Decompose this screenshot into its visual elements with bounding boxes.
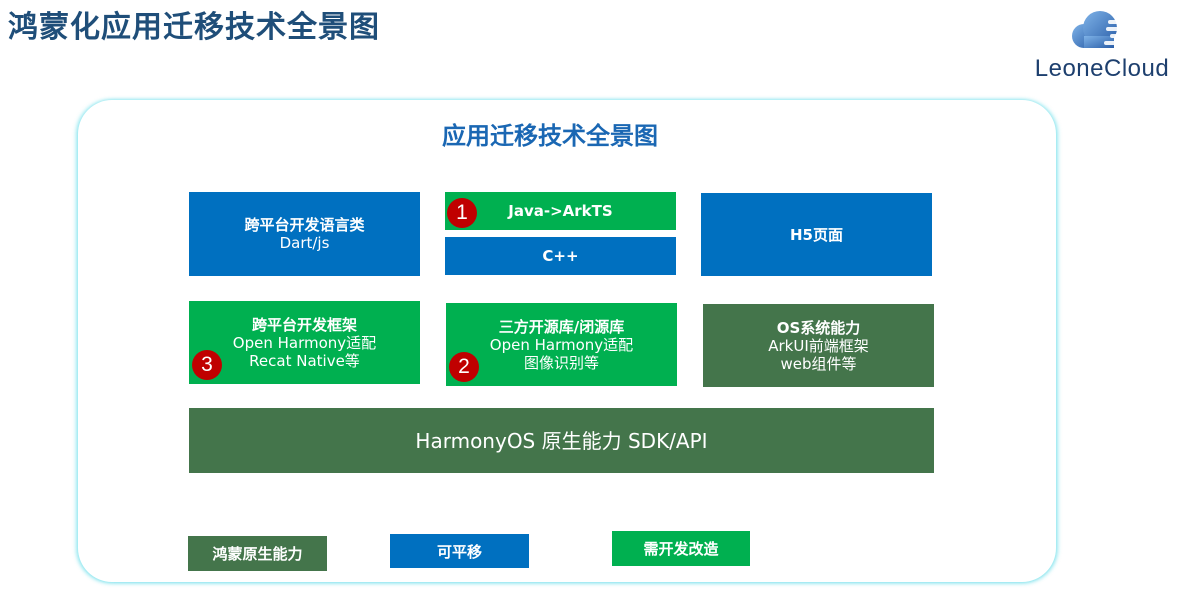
legend-needs-rework-label: 需开发改造 — [643, 540, 719, 558]
cross-platform-language-sub: Dart/js — [279, 234, 330, 252]
harmonyos-sdk-bar: HarmonyOS 原生能力 SDK/API — [189, 408, 934, 473]
cpp-label: C++ — [542, 247, 579, 265]
cpp-box: C++ — [445, 237, 676, 275]
legend-portable-label: 可平移 — [436, 542, 482, 561]
logo: LeoneCloud — [1026, 8, 1178, 84]
java-arkts-label: Java->ArkTS — [508, 202, 613, 220]
os-capability-line1: ArkUI前端框架 — [768, 336, 869, 355]
harmonyos-sdk-label: HarmonyOS 原生能力 SDK/API — [415, 428, 708, 453]
cross-platform-framework-line1: Open Harmony适配 — [232, 333, 377, 352]
third-party-library-title: 三方开源库/闭源库 — [498, 317, 625, 336]
h5-page-box: H5页面 — [701, 193, 932, 276]
os-capability-title: OS系统能力 — [776, 318, 861, 337]
legend-native-label: 鸿蒙原生能力 — [212, 545, 303, 563]
badge-1: 1 — [447, 198, 477, 228]
badge-3: 3 — [192, 350, 222, 380]
third-party-library-box: 三方开源库/闭源库 Open Harmony适配 图像识别等 — [446, 303, 677, 386]
cross-platform-framework-box: 跨平台开发框架 Open Harmony适配 Recat Native等 — [189, 301, 420, 384]
java-arkts-box: Java->ArkTS — [445, 192, 676, 230]
third-party-library-line2: 图像识别等 — [523, 353, 599, 372]
os-capability-box: OS系统能力 ArkUI前端框架 web组件等 — [703, 304, 934, 387]
badge-2: 2 — [449, 352, 479, 382]
cross-platform-language-box: 跨平台开发语言类 Dart/js — [189, 192, 420, 276]
diagram-title: 应用迁移技术全景图 — [442, 122, 658, 150]
logo-text: LeoneCloud — [1034, 55, 1170, 82]
cross-platform-framework-title: 跨平台开发框架 — [251, 315, 357, 334]
legend-native: 鸿蒙原生能力 — [188, 536, 327, 571]
legend-needs-rework: 需开发改造 — [612, 531, 750, 566]
third-party-library-line1: Open Harmony适配 — [489, 335, 634, 354]
os-capability-line2: web组件等 — [780, 354, 857, 373]
legend-portable: 可平移 — [390, 534, 529, 568]
page-title: 鸿蒙化应用迁移技术全景图 — [8, 10, 380, 45]
h5-page-label: H5页面 — [790, 225, 843, 244]
cross-platform-language-title: 跨平台开发语言类 — [244, 216, 365, 234]
cross-platform-framework-line2: Recat Native等 — [249, 351, 360, 370]
cloud-logo-icon — [1072, 11, 1140, 48]
